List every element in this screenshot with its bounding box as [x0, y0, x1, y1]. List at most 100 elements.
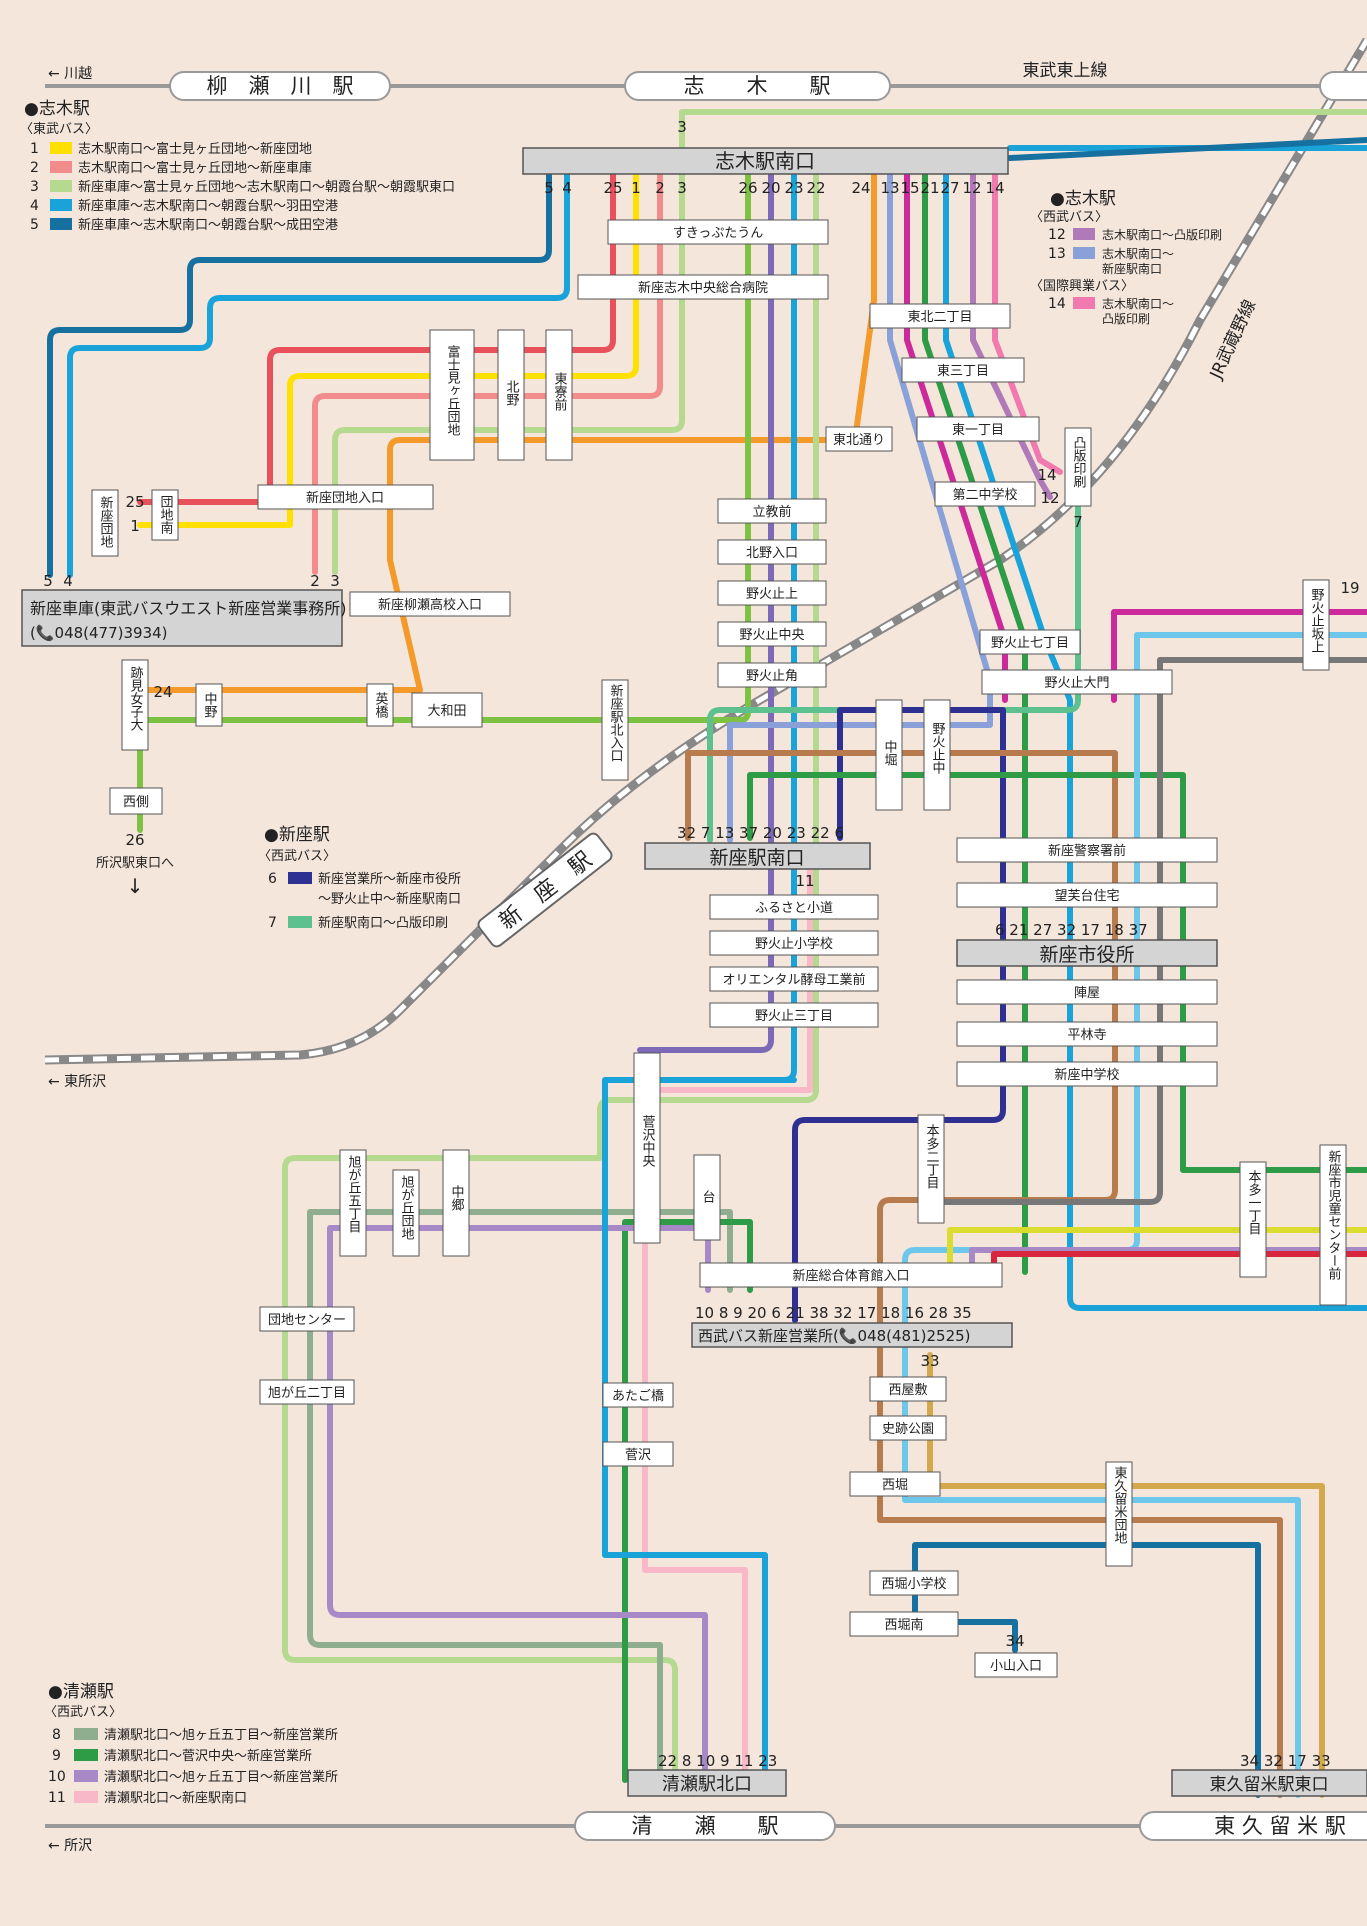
svg-text:新座警察署前: 新座警察署前	[1048, 843, 1126, 859]
svg-text:野火止大門: 野火止大門	[1044, 676, 1109, 691]
svg-text:新座団地入口: 新座団地入口	[306, 490, 384, 506]
stop-niiza-danchi-entry: 新座団地入口	[257, 484, 434, 510]
legend-shiki2-title: ●志木駅	[1050, 189, 1116, 209]
svg-text:東久留米団地: 東久留米団地	[1112, 1465, 1128, 1544]
route-number-19: 19	[1340, 579, 1359, 597]
route-number-26: 26	[738, 179, 757, 197]
svg-text:志木駅南口～: 志木駅南口～	[1102, 246, 1174, 261]
svg-text:第二中学校: 第二中学校	[952, 487, 1017, 503]
terminal-city-hall-label: 新座市役所	[1039, 944, 1134, 966]
route-number-3-top: 3	[677, 118, 687, 136]
svg-text:オリエンタル酵母工業前: オリエンタル酵母工業前	[722, 972, 865, 988]
route-number-danchi-25: 25	[125, 493, 144, 511]
terminal-city-hall: 新座市役所	[956, 939, 1218, 967]
route-number-toppan-7: 7	[1073, 513, 1083, 531]
stop-niiza-north: 新座駅北入口	[601, 679, 629, 781]
stop-hospital: 新座志木中央総合病院	[577, 274, 829, 300]
station-kiyose: 清 瀬 駅	[574, 1811, 836, 1841]
route-number-13: 13	[880, 179, 899, 197]
svg-text:志木駅南口～富士見ヶ丘団地～新座車庫: 志木駅南口～富士見ヶ丘団地～新座車庫	[78, 160, 312, 176]
terminal-higashikurume-east: 東久留米駅東口	[1171, 1769, 1367, 1797]
stop-fujimi: 富士見ヶ丘団地	[429, 329, 475, 461]
svg-text:西堀南: 西堀南	[884, 1617, 923, 1633]
stop-rikkyo: 立教前	[717, 498, 827, 524]
station-shiki: 志 木 駅	[624, 71, 891, 101]
svg-text:11: 11	[48, 1790, 66, 1806]
legend-swatch	[50, 142, 72, 154]
route-number-danchi-1: 1	[130, 517, 140, 535]
svg-text:新座営業所～新座市役所: 新座営業所～新座市役所	[318, 871, 461, 887]
svg-text:新座中学校: 新座中学校	[1054, 1067, 1119, 1083]
svg-text:3: 3	[30, 179, 39, 195]
legend-swatch	[74, 1728, 98, 1740]
route-number-atomi-24: 24	[153, 683, 172, 701]
stops-horizontal: すきっぷたうん 新座志木中央総合病院 新座団地入口 新座柳瀬高校入口 大和田 西…	[109, 219, 1218, 1678]
stop-nobidome-chu: 野火止中	[923, 699, 951, 811]
legend-swatch	[74, 1770, 98, 1782]
svg-text:新座車庫～志木駅南口～朝霞台駅～羽田空港: 新座車庫～志木駅南口～朝霞台駅～羽田空港	[78, 198, 338, 214]
stop-higashikurume-danchi: 東久留米団地	[1105, 1461, 1133, 1567]
svg-text:東寮前: 東寮前	[552, 371, 568, 411]
svg-text:清瀬駅北口～菅沢中央～新座営業所: 清瀬駅北口～菅沢中央～新座営業所	[104, 1748, 312, 1764]
station-yanasegawa-right	[1319, 71, 1367, 101]
route-numbers-higashikurume: 34 32 17 33	[1240, 1752, 1331, 1770]
stop-toppan: 凸版印刷	[1064, 427, 1092, 507]
legend-niiza-title: ●新座駅	[264, 825, 330, 845]
legend-swatch	[50, 218, 72, 230]
legend-shiki-2: ●志木駅 〈西武バス〉 12 志木駅南口～凸版印刷 13 志木駅南口～ 新座駅南…	[1030, 189, 1222, 326]
svg-text:あたご橋: あたご橋	[612, 1388, 664, 1404]
route-numbers-niiza-south: 32 7 13 37 20 23 22 6	[677, 824, 844, 842]
route-17-down	[902, 897, 1301, 1798]
svg-text:東一丁目: 東一丁目	[952, 422, 1004, 438]
jr-musashino-line	[44, 37, 1367, 1065]
route-number-garage-2: 2	[310, 572, 320, 590]
svg-text:野火止角: 野火止角	[746, 669, 798, 684]
svg-text:西堀: 西堀	[882, 1478, 908, 1493]
stop-koyama: 小山入口	[974, 1652, 1058, 1678]
stop-nobidome-daimon: 野火止大門	[981, 669, 1173, 695]
stop-hon2: 本多二丁目	[917, 1114, 945, 1224]
svg-text:9: 9	[52, 1748, 61, 1764]
svg-text:志木駅南口～: 志木駅南口～	[1102, 296, 1174, 311]
svg-text:西堀小学校: 西堀小学校	[881, 1576, 946, 1592]
svg-text:菅沢: 菅沢	[625, 1448, 651, 1463]
station-higashikurume-label: 東 久 留 米 駅	[1214, 1814, 1346, 1838]
route-number-koyama-34: 34	[1005, 1632, 1024, 1650]
svg-text:2: 2	[30, 160, 39, 176]
route-25-line	[137, 167, 616, 505]
svg-text:西屋敷: 西屋敷	[888, 1383, 927, 1398]
route-22-line	[282, 167, 819, 1783]
svg-text:北野: 北野	[504, 380, 520, 406]
stop-kitano-iriguchi: 北野入口	[717, 539, 827, 565]
svg-text:中郷: 中郷	[449, 1185, 465, 1211]
svg-text:ふるさと小道: ふるさと小道	[755, 901, 833, 916]
route-4-line	[67, 167, 570, 578]
svg-text:志木駅南口～富士見ヶ丘団地～新座団地: 志木駅南口～富士見ヶ丘団地～新座団地	[78, 141, 312, 157]
svg-text:東三丁目: 東三丁目	[937, 363, 989, 379]
route-number-niiza-11: 11	[795, 872, 814, 890]
direction-tokorozawa: ← 所沢	[48, 1838, 92, 1854]
route-5-top	[1007, 137, 1367, 161]
route-2-line	[312, 167, 663, 575]
stop-nobidome-es: 野火止小学校	[709, 930, 879, 956]
legend-shiki-title: ●志木駅	[24, 99, 90, 119]
stop-niiza-jhs: 新座中学校	[956, 1061, 1218, 1087]
svg-text:〈西武バス〉: 〈西武バス〉	[44, 1705, 122, 1720]
route-number-20: 20	[761, 179, 780, 197]
legend-swatch	[74, 1791, 98, 1803]
route-6-line	[792, 707, 1006, 1323]
route-number-5: 5	[544, 179, 554, 197]
route-18-down	[937, 897, 1163, 1205]
svg-text:本多二丁目: 本多二丁目	[924, 1124, 940, 1189]
svg-text:8: 8	[52, 1727, 61, 1743]
station-yanasegawa: 柳 瀬 川 駅	[169, 71, 391, 101]
stop-yanase-hs: 新座柳瀬高校入口	[349, 591, 511, 617]
terminal-kiyose-north: 清瀬駅北口	[627, 1769, 787, 1797]
svg-text:新座車庫～富士見ヶ丘団地～志木駅南口～朝霞台駅～朝霞駅東口: 新座車庫～富士見ヶ丘団地～志木駅南口～朝霞台駅～朝霞駅東口	[78, 179, 455, 195]
svg-text:1: 1	[30, 141, 39, 157]
stop-dai: 台	[693, 1154, 721, 1241]
route-number-2: 2	[655, 179, 665, 197]
route-number-1: 1	[631, 179, 641, 197]
stop-daini-chu: 第二中学校	[934, 481, 1036, 507]
stop-heirinji: 平林寺	[956, 1021, 1218, 1047]
